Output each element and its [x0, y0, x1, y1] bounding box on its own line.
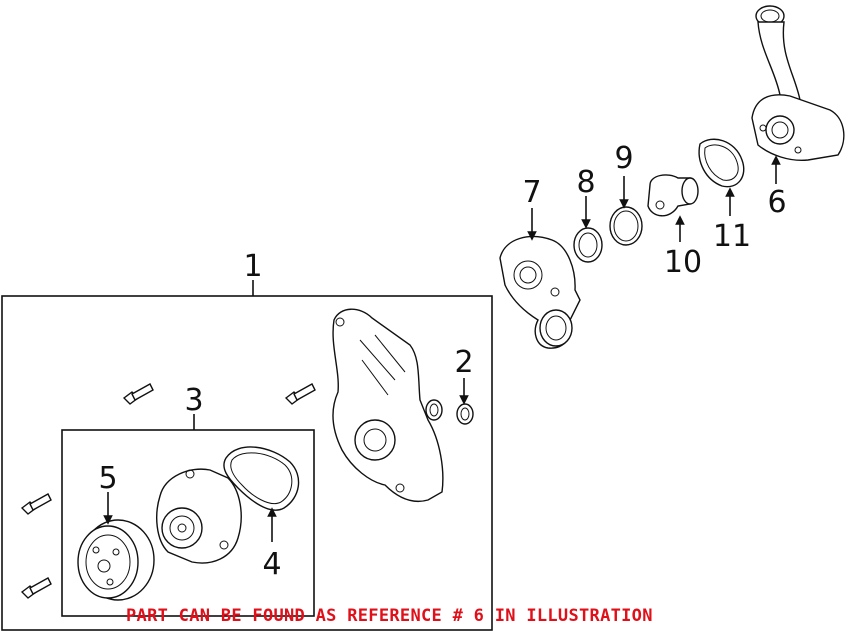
water-outlet-pipe-part — [751, 5, 845, 162]
water-pump — [156, 468, 242, 564]
callout-4: 4 — [262, 547, 281, 582]
seal-part-2a — [425, 399, 443, 421]
bolt-c — [20, 493, 52, 515]
bolt-a — [122, 383, 154, 405]
bolt-b — [284, 383, 316, 405]
water-pump-housing — [332, 308, 444, 502]
assembly-box-3 — [61, 429, 315, 617]
gasket-part-11 — [698, 138, 745, 188]
callout-6: 6 — [767, 185, 786, 220]
thermostat-part-10 — [647, 174, 699, 217]
o-ring-part-9 — [609, 206, 643, 246]
assembly-box-1 — [1, 295, 493, 631]
callout-3: 3 — [184, 383, 203, 418]
callout-5: 5 — [98, 461, 117, 496]
reference-note: PART CAN BE FOUND AS REFERENCE # 6 IN IL… — [126, 606, 653, 626]
callout-9: 9 — [614, 141, 633, 176]
pulley-part-5 — [77, 519, 155, 601]
bolt-d — [20, 577, 52, 599]
thermostat-housing-part-7 — [499, 235, 581, 349]
callout-10: 10 — [664, 245, 702, 280]
callout-11: 11 — [713, 219, 751, 254]
callout-7: 7 — [522, 175, 541, 210]
callout-8: 8 — [576, 165, 595, 200]
seal-part-2b — [456, 403, 474, 425]
callout-2: 2 — [454, 345, 473, 380]
callout-1: 1 — [243, 249, 262, 284]
